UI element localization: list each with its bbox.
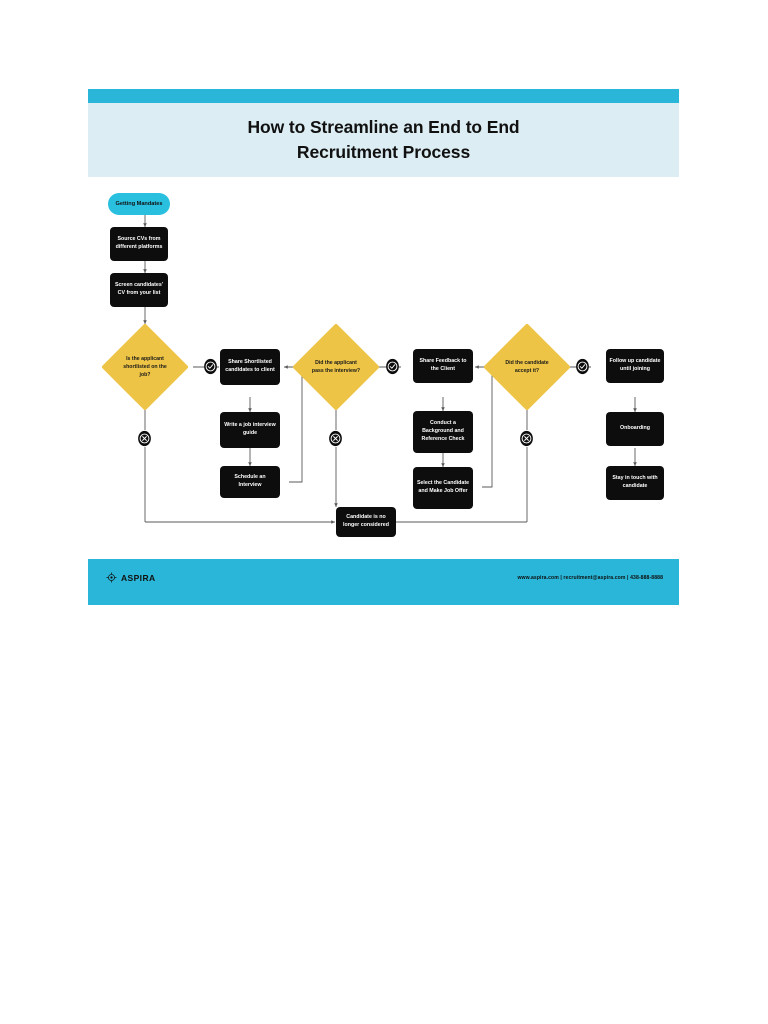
node-getting-mandates[interactable]: Getting Mandates — [108, 193, 170, 215]
node-label: Conduct a Background and Reference Check — [421, 420, 465, 442]
node-label: Screen candidates' CV from your list — [114, 282, 164, 296]
page-title: How to Streamline an End to End Recruitm… — [88, 115, 679, 165]
x-circle-icon — [136, 430, 153, 447]
infographic-poster: How to Streamline an End to End Recruitm… — [88, 89, 679, 605]
node-source-cvs[interactable]: Source CVs from different platforms — [110, 227, 168, 261]
node-write-interview-guide[interactable]: Write a job interview guide — [220, 412, 280, 448]
node-label: Source CVs from different platforms — [115, 236, 163, 250]
node-label: Schedule an Interview — [234, 474, 266, 488]
node-make-offer[interactable]: Select the Candidate and Make Job Offer — [413, 467, 473, 509]
x-circle-icon — [518, 430, 535, 447]
node-label: Candidate is no longer considered — [343, 514, 389, 528]
node-share-feedback[interactable]: Share Feedback to the Client — [413, 349, 473, 383]
brand-name: ASPIRA — [121, 572, 156, 583]
node-label: Getting Mandates — [115, 200, 163, 207]
flowchart-canvas: Getting Mandates Source CVs from differe… — [88, 177, 679, 557]
node-label: Select the Candidate and Make Job Offer — [416, 480, 470, 494]
node-share-shortlisted[interactable]: Share Shortlisted candidates to client — [220, 349, 280, 385]
node-label: Share Shortlisted candidates to client — [225, 359, 275, 373]
target-icon — [106, 572, 117, 583]
title-band — [88, 103, 679, 177]
node-label: Onboarding — [619, 425, 650, 432]
node-label: Is the applicant shortlisted on the job? — [123, 355, 167, 379]
node-schedule-interview[interactable]: Schedule an Interview — [220, 466, 280, 498]
footer: ASPIRA www.aspira.com | recruitment@aspi… — [88, 557, 679, 605]
decision-passed-interview[interactable]: Did the applicant pass the interview? — [292, 323, 380, 411]
check-circle-icon — [574, 358, 591, 375]
node-label: Did the applicant pass the interview? — [311, 359, 361, 374]
footer-contact-info: www.aspira.com | recruitment@aspira.com … — [517, 575, 663, 581]
node-background-check[interactable]: Conduct a Background and Reference Check — [413, 411, 473, 453]
node-label: Did the candidate accept it? — [505, 359, 549, 374]
brand-logo[interactable]: ASPIRA — [106, 572, 156, 583]
title-line-1: How to Streamline an End to End — [247, 117, 520, 137]
node-label: Write a job interview guide — [224, 422, 276, 436]
title-line-2: Recruitment Process — [296, 141, 471, 162]
footer-divider — [88, 557, 679, 559]
header-accent-bar — [88, 89, 679, 103]
check-circle-icon — [384, 358, 401, 375]
node-stay-in-touch[interactable]: Stay in touch with candidate — [606, 466, 664, 500]
node-label: Stay in touch with candidate — [612, 475, 658, 489]
decision-accepted-offer[interactable]: Did the candidate accept it? — [483, 323, 571, 411]
x-circle-icon — [327, 430, 344, 447]
check-circle-icon — [202, 358, 219, 375]
decision-shortlisted[interactable]: Is the applicant shortlisted on the job? — [101, 323, 189, 411]
node-screen-candidates[interactable]: Screen candidates' CV from your list — [110, 273, 168, 307]
node-onboarding[interactable]: Onboarding — [606, 412, 664, 446]
node-label: Follow up candidate until joining — [609, 358, 661, 372]
node-candidate-rejected[interactable]: Candidate is no longer considered — [336, 507, 396, 537]
node-follow-up[interactable]: Follow up candidate until joining — [606, 349, 664, 383]
node-label: Share Feedback to the Client — [419, 358, 467, 372]
